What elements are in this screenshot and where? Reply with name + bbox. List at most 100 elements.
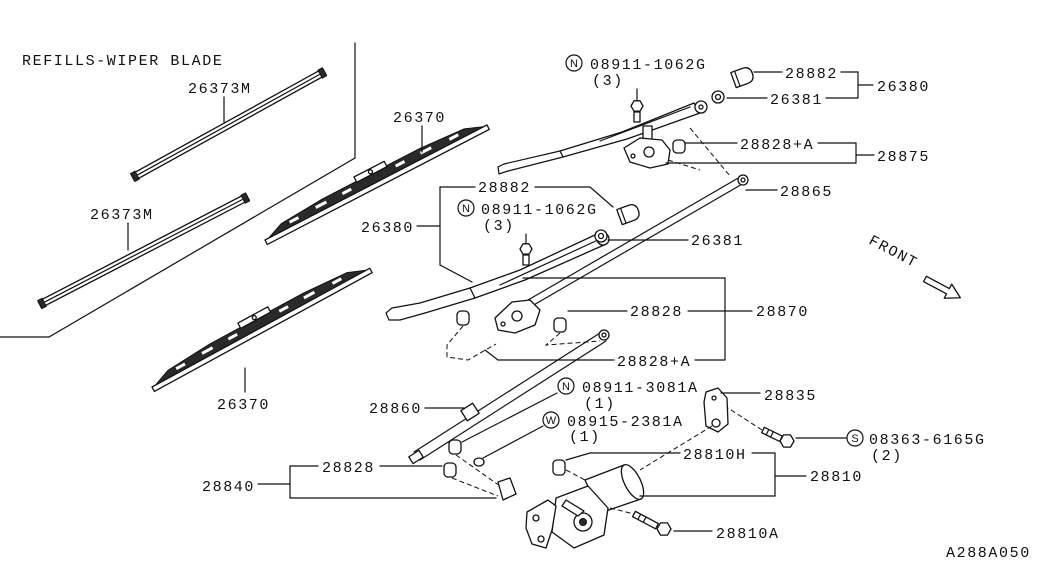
cap-shell [730,67,754,89]
arm-hook [497,163,509,175]
nut-qty-label: (3) [483,218,515,235]
arm-head-hole [698,104,704,110]
wiper-blade [151,267,373,393]
bushing-part-label: 28828+A [740,137,814,154]
nut-symbol-letter: N [562,381,570,393]
thread-line [765,428,770,436]
leader-line [461,392,558,443]
refill-groove [44,199,243,303]
washer-hole [714,93,722,101]
bracket-plate [703,387,729,433]
lower-arm-nut [519,243,533,266]
rod-edge [531,182,745,307]
blade-frame-slot [278,305,289,313]
rod-eye-hole [601,332,607,338]
alignment-dash-line [455,454,501,487]
nut-stud [522,254,530,266]
drawing-code: A288A050 [946,545,1031,562]
washer-part-label: 26381 [770,92,823,109]
bolt-shaft [761,426,783,443]
washer-symbol-circle [542,411,560,429]
upper-wiper-arm [497,100,708,175]
pivot-mount-hole [500,321,506,327]
pivot-bore [643,146,655,158]
blade-frame-slot [331,277,342,285]
linkage-nut-callout: N 08911-3081A (1) [557,377,699,413]
nut-stud [633,111,641,123]
motor-part-label: 28810 [810,469,863,486]
blade-frame-slot [419,146,432,155]
blade-pivot-hole [367,169,374,175]
upper-pivot-housing [623,125,671,169]
blade-frame-slot [315,200,328,209]
hex-bolt-head-icon [656,522,672,536]
upper-pivot-bushing [672,139,686,154]
arm-rod-upper-edge [391,287,471,309]
lower-nut-callout: N 08911-1062G (3) [457,199,596,235]
blade-frame-slot [288,216,300,224]
arm-rib [499,239,599,286]
bracket-bolt-hole [711,418,721,428]
motor-grommet [552,459,566,476]
nut-part-label: 08911-3081A [582,380,699,397]
cap-part-label: 28882 [478,180,531,197]
bolt-qty-label: (2) [871,448,903,465]
thread-line [770,431,774,438]
arm-rod-lower-edge [399,297,476,321]
linkage-assembly-label: 28870 [756,304,809,321]
arm-part-label: 26380 [361,220,414,237]
rod-edge [413,332,601,453]
blade-part-label: 26370 [393,110,446,127]
mounting-bracket [703,387,729,433]
bolt-part-label: 08363-6165G [869,432,986,449]
nut-qty-label: (1) [584,396,616,413]
blade-pivot-hole [251,314,257,321]
wiper-refill-strip [129,67,328,183]
washer-part-label: 26381 [691,233,744,250]
motor-crank [561,499,585,517]
lower-wiper-arm [385,232,610,321]
arm-rod-lower-edge [507,156,564,172]
linkage-washer-callout: W 08915-2381A (1) [542,411,684,446]
bolt-thread [631,510,660,530]
motor-output-shaft-core [579,518,587,526]
lower-arm-washer [594,229,608,243]
blade-frame-slot [175,362,186,371]
blade-frame-slot [394,160,406,168]
refill-end-cap [37,297,47,310]
wiper-blade [264,124,490,246]
leader-line [484,349,615,361]
nut-symbol-circle [557,377,575,395]
bushing-part-label: 28828+A [617,354,691,371]
motor-end-cap [620,463,645,501]
arm-part-label: 26380 [877,79,930,96]
section-divider-line [0,42,356,338]
bushing-part-label: 28828 [630,304,683,321]
bracket-bolt [761,426,795,448]
linkage-bushing-upper [448,439,462,455]
blade-rubber [151,267,373,393]
motor-mount-hole [537,535,545,543]
washer-hole [597,232,605,240]
alignment-dash-line [565,469,586,481]
nut-part-label: 08911-1062G [590,57,707,74]
washer-symbol-letter: W [546,415,557,427]
washer-part-label: 08915-2381A [567,414,684,431]
wiper-refill-strip [37,192,251,310]
rod-end-fitting [408,449,424,465]
nut-qty-label: (3) [592,73,624,90]
refill-end-cap [240,192,251,204]
blade-frame-slot [227,332,238,341]
blade-part-label: 26370 [217,397,270,414]
upper-arm-cap [730,67,754,89]
arm-body [469,233,605,299]
bolt-symbol-letter: S [851,433,858,445]
blade-frame-slot [341,187,352,196]
alignment-dash-line [689,127,731,177]
thread-line [642,516,647,523]
motor-mount-bracket [525,499,557,549]
arm-hook [385,307,401,321]
leader-bracket [439,186,473,283]
blade-frame-slot [448,133,459,141]
